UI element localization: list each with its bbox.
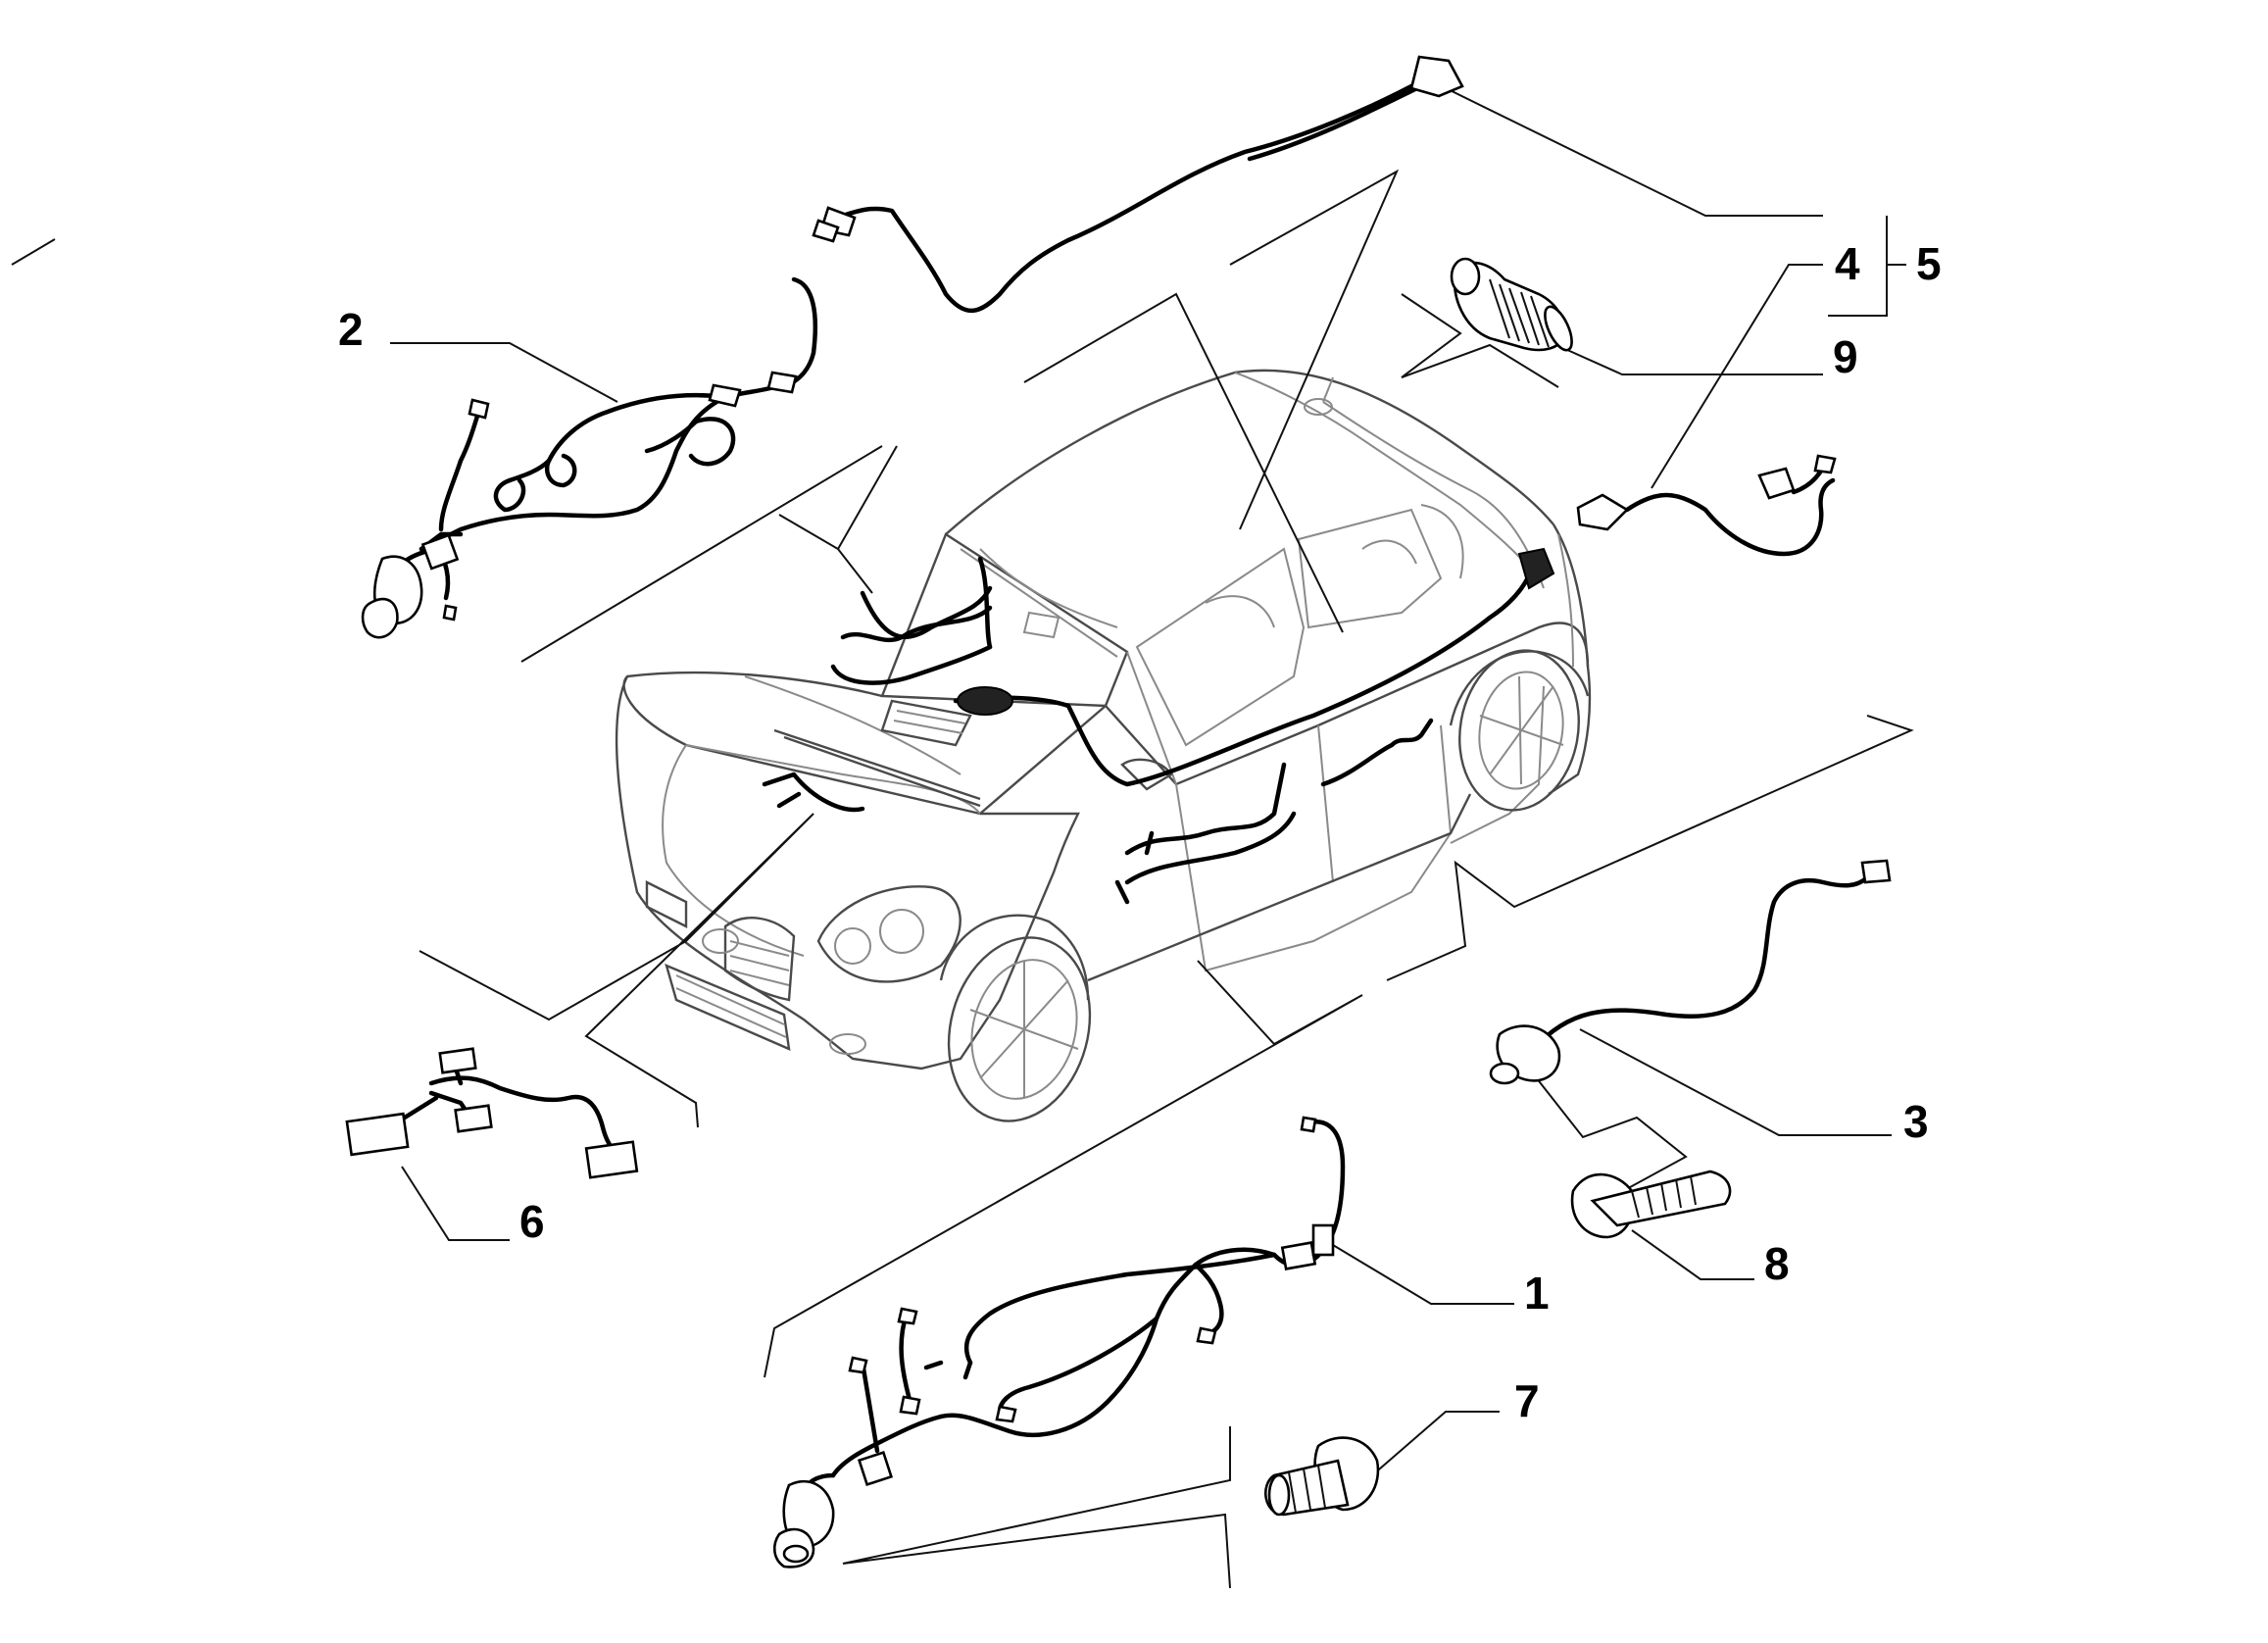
callout-6: 6 bbox=[519, 1196, 545, 1247]
callout-9: 9 bbox=[1833, 331, 1858, 382]
callout-2: 2 bbox=[338, 304, 364, 355]
part-6-harness bbox=[345, 1047, 639, 1179]
part-8-grommet bbox=[1570, 1170, 1732, 1239]
leader-lines bbox=[390, 82, 1914, 1589]
part-4-harness bbox=[812, 55, 1464, 314]
callout-labels: 2 4 5 9 3 6 8 1 7 bbox=[338, 238, 1942, 1426]
part-3-harness bbox=[1489, 859, 1892, 1085]
stray-line bbox=[11, 238, 56, 266]
callout-7: 7 bbox=[1514, 1375, 1540, 1426]
callout-1: 1 bbox=[1524, 1268, 1550, 1319]
part-9-grommet bbox=[1450, 257, 1573, 352]
callout-4: 4 bbox=[1835, 238, 1860, 289]
callout-3: 3 bbox=[1903, 1096, 1929, 1147]
part-4-lower-harness bbox=[1576, 454, 1837, 557]
car-body bbox=[615, 369, 1592, 1122]
part-7-grommet bbox=[1264, 1436, 1380, 1517]
callout-5: 5 bbox=[1916, 238, 1942, 289]
part-1-harness bbox=[773, 1116, 1346, 1568]
callout-8: 8 bbox=[1764, 1238, 1790, 1289]
part-2-harness bbox=[361, 276, 818, 639]
connector-icon bbox=[1409, 55, 1464, 98]
car-harness bbox=[762, 547, 1555, 905]
